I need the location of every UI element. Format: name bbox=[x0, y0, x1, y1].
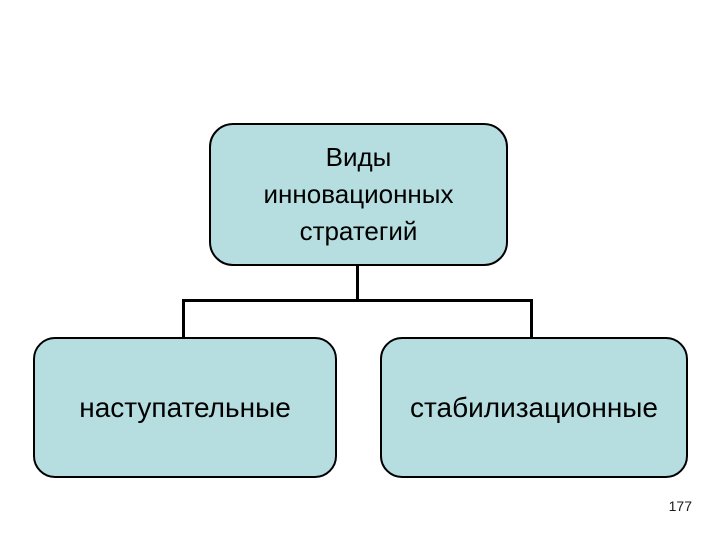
node-root-innovation-strategy-types[interactable]: Виды инновационных стратегий bbox=[209, 123, 508, 266]
page-number: 177 bbox=[668, 498, 692, 514]
node-child-offensive-label: наступательные bbox=[79, 391, 291, 423]
node-root-label: Виды инновационных стратегий bbox=[263, 142, 454, 246]
node-child-stabilizing[interactable]: стабилизационные bbox=[380, 337, 688, 478]
node-child-offensive[interactable]: наступательные bbox=[33, 337, 337, 478]
node-child-stabilizing-label: стабилизационные bbox=[409, 391, 659, 423]
